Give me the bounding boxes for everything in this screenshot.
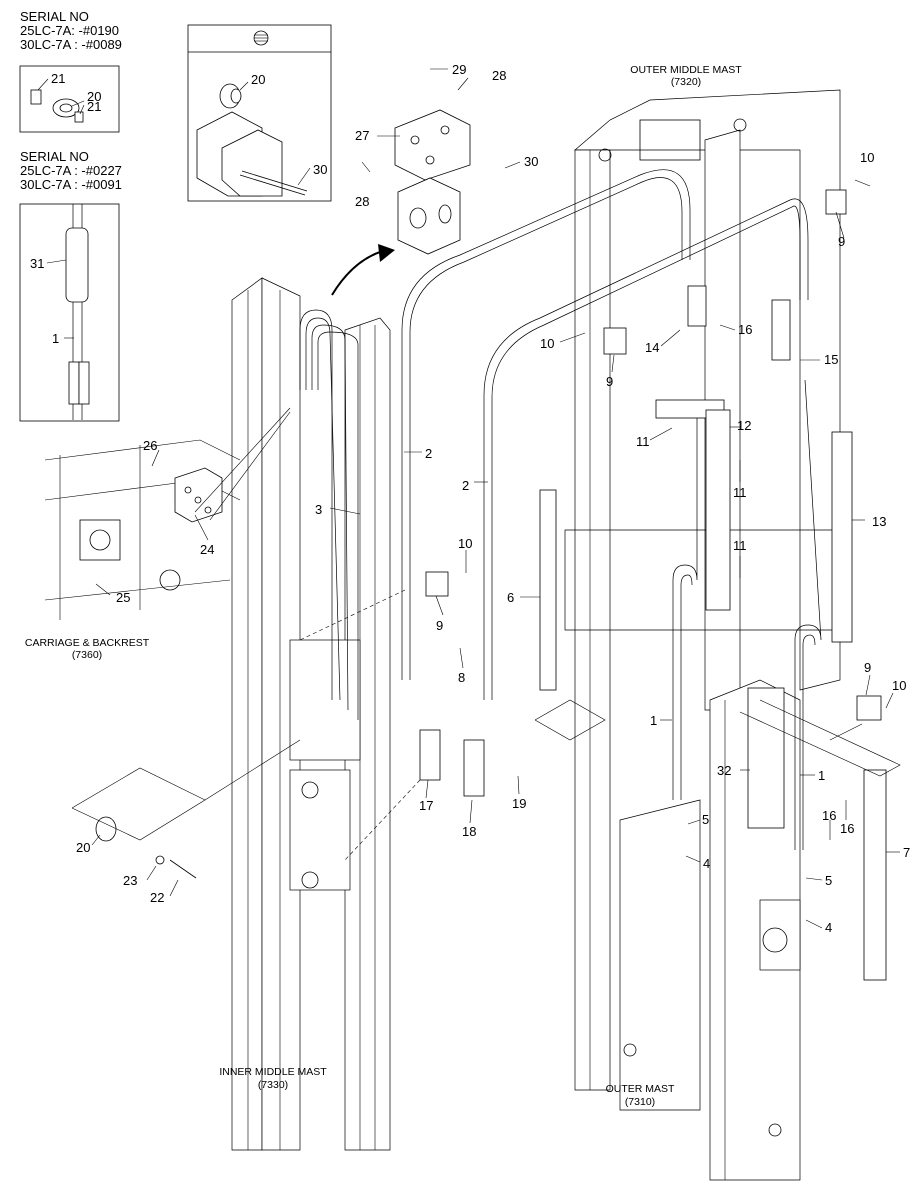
callout-4: 4: [703, 856, 710, 871]
callout-28: 28: [492, 68, 506, 83]
callout-30: 30: [313, 162, 327, 177]
callout-3: 3: [315, 502, 322, 517]
callout-31: 31: [30, 256, 44, 271]
callout-9: 9: [838, 234, 845, 249]
callout-11: 11: [733, 538, 747, 553]
callout-22: 22: [150, 890, 164, 905]
serial-block-2: SERIAL NO 25LC-7A : -#0227 30LC-7A : -#0…: [20, 150, 122, 192]
serial-line: 30LC-7A : -#0091: [20, 177, 122, 192]
callout-16: 16: [840, 821, 854, 836]
label-carriage-backrest-code: (7360): [72, 649, 102, 661]
callout-19: 19: [512, 796, 526, 811]
callout-11: 11: [733, 485, 747, 500]
label-outer-middle-mast-code: (7320): [671, 76, 701, 88]
carriage-backrest: [44, 439, 241, 620]
callout-10: 10: [892, 678, 906, 693]
hose-assembly-1: [672, 379, 822, 850]
label-outer-mast-code: (7310): [625, 1096, 655, 1108]
label-inner-middle-mast-code: (7330): [258, 1079, 288, 1091]
callout-10: 10: [540, 336, 554, 351]
callout-20: 20: [251, 72, 265, 87]
projection-lines: [71, 407, 901, 861]
callout-8: 8: [458, 670, 465, 685]
callout-24: 24: [200, 542, 214, 557]
callout-5: 5: [702, 812, 709, 827]
callout-2: 2: [425, 446, 432, 461]
callout-14: 14: [645, 340, 659, 355]
inset-box-roller: [19, 65, 120, 133]
callout-6: 6: [507, 590, 514, 605]
assembly-labels: OUTER MIDDLE MAST (7320) CARRIAGE & BACK…: [25, 64, 742, 1108]
callout-17: 17: [419, 798, 433, 813]
callout-20: 20: [87, 89, 101, 104]
callout-numbers: 21 20 21 20 30 29 28 27 28 30 31 1 10 9 …: [30, 62, 910, 935]
callout-4: 4: [825, 920, 832, 935]
callout-10: 10: [860, 150, 874, 165]
label-outer-middle-mast: OUTER MIDDLE MAST: [630, 64, 742, 76]
bracket-detail: [196, 83, 308, 197]
hose-assembly-3: [299, 309, 359, 720]
hose-assembly-2: [401, 169, 809, 700]
callout-1: 1: [818, 768, 825, 783]
serial-heading: SERIAL NO: [20, 9, 89, 24]
block-part: [397, 177, 461, 255]
callout-9: 9: [436, 618, 443, 633]
callout-28: 28: [355, 194, 369, 209]
callout-27: 27: [355, 128, 369, 143]
callout-1: 1: [650, 713, 657, 728]
callout-26: 26: [143, 438, 157, 453]
callout-12: 12: [737, 418, 751, 433]
callout-5: 5: [825, 873, 832, 888]
callout-23: 23: [123, 873, 137, 888]
serial-line: 30LC-7A : -#0089: [20, 37, 122, 52]
callout-30: 30: [524, 154, 538, 169]
callout-15: 15: [824, 352, 838, 367]
bracket-27: [394, 109, 471, 181]
inset-box-bracket: [187, 24, 332, 202]
clamp-parts: [95, 189, 887, 981]
callout-9: 9: [864, 660, 871, 675]
callout-20: 20: [76, 840, 90, 855]
serial-line: 25LC-7A : -#0227: [20, 163, 122, 178]
callout-21: 21: [87, 99, 101, 114]
serial-heading: SERIAL NO: [20, 149, 89, 164]
hose-sleeve-detail: [65, 204, 90, 420]
callout-7: 7: [903, 845, 910, 860]
roller-detail: [30, 89, 84, 123]
callout-21: 21: [51, 71, 65, 86]
inset-box-hose-sleeve: [19, 203, 120, 422]
serial-block-1: SERIAL NO 25LC-7A: -#0190 30LC-7A : -#00…: [20, 10, 122, 52]
leader-lines: [37, 68, 900, 929]
callout-1: 1: [52, 331, 59, 346]
globe-view-icon: [253, 30, 269, 46]
inner-middle-mast: [231, 277, 391, 1151]
label-carriage-backrest: CARRIAGE & BACKREST: [25, 637, 150, 649]
label-outer-mast: OUTER MAST: [606, 1083, 675, 1095]
callout-25: 25: [116, 590, 130, 605]
callout-29: 29: [452, 62, 466, 77]
callout-11: 11: [636, 434, 650, 449]
callout-16: 16: [822, 808, 836, 823]
serial-line: 25LC-7A: -#0190: [20, 23, 120, 38]
curved-arrow-icon: [331, 244, 395, 296]
callout-13: 13: [872, 514, 886, 529]
callout-16: 16: [738, 322, 752, 337]
label-inner-middle-mast: INNER MIDDLE MAST: [219, 1066, 327, 1078]
callout-10: 10: [458, 536, 472, 551]
callout-2: 2: [462, 478, 469, 493]
callout-9: 9: [606, 374, 613, 389]
callout-18: 18: [462, 824, 476, 839]
callout-32: 32: [717, 763, 731, 778]
valve-block-24: [174, 467, 223, 523]
